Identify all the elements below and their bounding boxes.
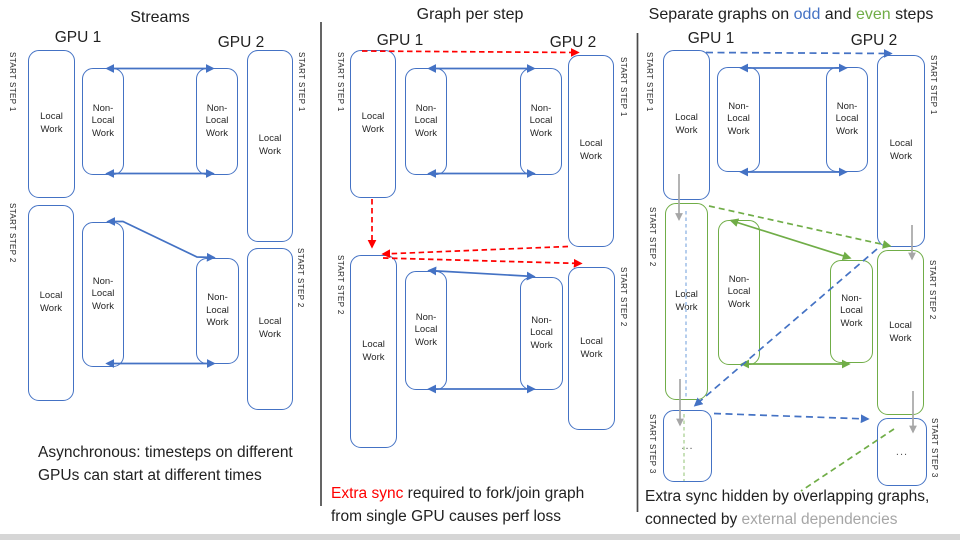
p2-sync-step1-gpu1-to-gpu2 bbox=[361, 48, 580, 57]
panel3-caption-main: Extra sync hidden by overlapping graphs,… bbox=[645, 488, 930, 528]
p1-gpu1-step1-nonlocal-work-box: Non- Local Work bbox=[82, 68, 124, 175]
panel2-caption: Extra sync required to fork/join graph f… bbox=[331, 483, 643, 529]
p3-start-step-1-right: START STEP 1 bbox=[929, 55, 938, 115]
p2-gpu2-step1-nonlocal-work-box: Non- Local Work bbox=[520, 68, 562, 175]
p3-start-step-1-left: START STEP 1 bbox=[645, 52, 654, 112]
p3-gpu1-step1-local-work-box: Local Work bbox=[663, 50, 710, 200]
panel3-title-prefix: Separate graphs on bbox=[648, 6, 794, 23]
p3-gpu1-step3-box: ... bbox=[663, 410, 712, 482]
p3-gpu1-step1-nonlocal-work-box: Non- Local Work bbox=[717, 67, 760, 172]
panel2-gpu1-label: GPU 1 bbox=[376, 32, 424, 49]
p2-gpu2-step1-local-work-box: Local Work bbox=[568, 55, 614, 247]
p1-gpu1-step2-local-work-box: Local Work bbox=[28, 205, 74, 401]
panel3-gpu2-label: GPU 2 bbox=[850, 32, 898, 49]
p3-gpu2-step1-local-work-box: Local Work bbox=[877, 55, 925, 247]
p3-start-step-2-left: START STEP 2 bbox=[648, 207, 657, 267]
p2-gpu1-step1-nonlocal-work-box: Non- Local Work bbox=[405, 68, 447, 175]
slide-bottom-edge bbox=[0, 534, 960, 540]
p1-gpu1-step2-nonlocal-work-box: Non- Local Work bbox=[82, 222, 124, 367]
panel1-title: Streams bbox=[130, 9, 190, 26]
p3-gpu2-step3-box: ... bbox=[877, 418, 927, 486]
panel3-caption-external-deps: external dependencies bbox=[741, 510, 898, 528]
panel2-title: Graph per step bbox=[416, 6, 524, 23]
panel3-title-and: and bbox=[820, 6, 856, 23]
p2-gpu1-step2-nonlocal-work-box: Non- Local Work bbox=[405, 271, 447, 390]
p2-gpu1-step1-local-work-box: Local Work bbox=[350, 50, 396, 198]
panel3-caption: Extra sync hidden by overlapping graphs,… bbox=[645, 486, 957, 532]
p1-start-step-2-right: START STEP 2 bbox=[296, 248, 305, 308]
panel3-title-odd: odd bbox=[793, 6, 821, 23]
p3-gpu1-step2-local-work-box: Local Work bbox=[665, 203, 708, 400]
p1-start-step-1-right: START STEP 1 bbox=[297, 52, 306, 112]
panel1-caption: Asynchronous: timesteps on different GPU… bbox=[38, 444, 293, 484]
p3-start-step-3-left: START STEP 3 bbox=[648, 414, 657, 474]
p2-gpu2-step2-nonlocal-work-box: Non- Local Work bbox=[520, 277, 563, 390]
panel2-caption-highlight: Extra sync bbox=[331, 485, 404, 502]
panel3-gpu1-label: GPU 1 bbox=[687, 30, 735, 47]
panel1-gpu1-label: GPU 1 bbox=[54, 29, 102, 46]
panel1-gpu2-label: GPU 2 bbox=[217, 34, 265, 51]
p3-odd-dep-step3-gpu1-to-gpu2 bbox=[713, 412, 870, 424]
p3-start-step-2-right: START STEP 2 bbox=[928, 260, 937, 320]
p2-start-step-1-right: START STEP 1 bbox=[619, 57, 628, 117]
panel2-gpu2-label: GPU 2 bbox=[549, 34, 597, 51]
p1-gpu2-step2-nonlocal-work-box: Non- Local Work bbox=[196, 258, 239, 364]
p3-gpu1-step2-nonlocal-work-box: Non- Local Work bbox=[718, 220, 760, 365]
p1-start-step-2-left: START STEP 2 bbox=[8, 203, 17, 263]
p1-gpu1-step1-local-work-box: Local Work bbox=[28, 50, 75, 198]
p1-start-step-1-left: START STEP 1 bbox=[8, 52, 17, 112]
panel3-title-even: even bbox=[855, 6, 891, 23]
panel3-title: Separate graphs on odd and even steps bbox=[649, 6, 934, 24]
p1-gpu2-step1-local-work-box: Local Work bbox=[247, 50, 293, 242]
p3-odd-dep-step1-gpu1-to-gpu2 bbox=[705, 49, 893, 58]
p3-gpu2-step1-nonlocal-work-box: Non- Local Work bbox=[826, 67, 868, 172]
p1-gpu2-step1-nonlocal-work-box: Non- Local Work bbox=[196, 68, 238, 175]
p2-gpu2-step2-local-work-box: Local Work bbox=[568, 267, 615, 430]
p2-start-step-2-left: START STEP 2 bbox=[336, 255, 345, 315]
panel2-caption-rest: required to fork/join graph from single … bbox=[331, 485, 585, 525]
p2-start-step-1-left: START STEP 1 bbox=[336, 52, 345, 112]
p2-start-step-2-right: START STEP 2 bbox=[619, 267, 628, 327]
panel3-title-suffix: steps bbox=[890, 6, 934, 23]
p1-gpu2-step2-local-work-box: Local Work bbox=[247, 248, 293, 410]
p2-sync-step2-gpu1-to-gpu2 bbox=[382, 257, 583, 268]
p3-start-step-3-right: START STEP 3 bbox=[930, 418, 939, 478]
p2-sync-gpu2-step1-to-gpu1-step2 bbox=[381, 245, 569, 259]
p3-gpu2-step2-nonlocal-work-box: Non- Local Work bbox=[830, 260, 873, 363]
p3-gpu2-step2-local-work-box: Local Work bbox=[877, 250, 924, 415]
p2-gpu1-step2-local-work-box: Local Work bbox=[350, 255, 397, 448]
